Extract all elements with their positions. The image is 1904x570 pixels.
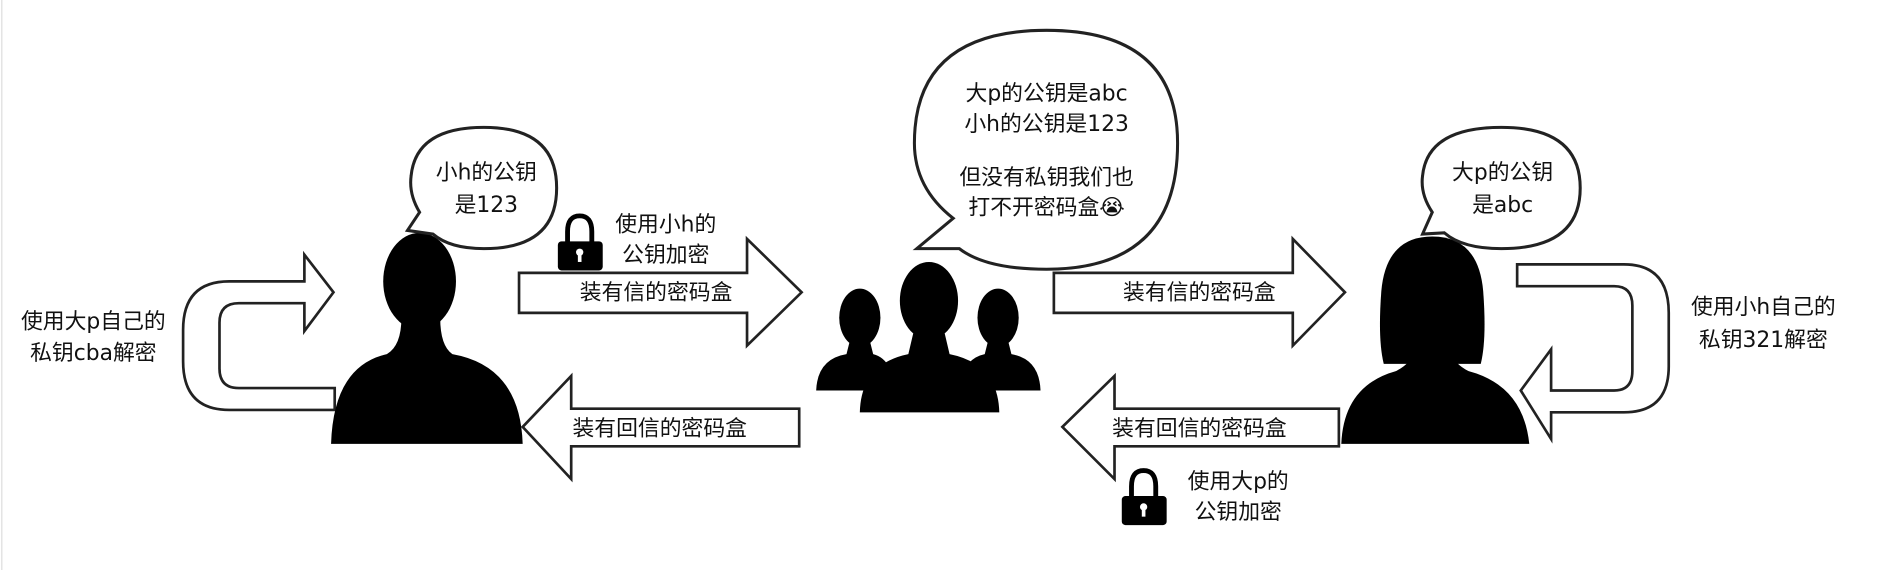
- right-speech-bubble: 大p的公钥 是abc: [1420, 125, 1582, 251]
- left-decrypt-note-line1: 使用大p自己的: [21, 310, 166, 335]
- arrow-right-to-center: [1060, 372, 1341, 483]
- right-bubble-line1: 大p的公钥: [1452, 160, 1553, 185]
- arrow-left-to-center-label: 装有信的密码盒: [580, 280, 733, 305]
- encrypt-note-2-line1: 使用大p的: [1188, 470, 1289, 495]
- right-uturn-arrow: [1515, 263, 1671, 444]
- encrypt-note-line2: 公钥加密: [622, 243, 709, 268]
- center-speech-bubble: 大p的公钥是abc 小h的公钥是123 但没有私钥我们也 打不开密码盒😭: [912, 28, 1180, 271]
- arrow-center-to-left: [520, 372, 801, 483]
- arrow-center-to-right-label: 装有信的密码盒: [1123, 280, 1276, 305]
- left-bubble-line2: 是123: [455, 193, 518, 218]
- arrow-center-to-right: [1052, 235, 1347, 349]
- left-uturn-arrow: [181, 250, 337, 412]
- group-silhouette-icon: [816, 261, 1041, 413]
- left-decrypt-note-line2: 私钥cba解密: [30, 341, 156, 366]
- encrypt-note-2-line2: 公钥加密: [1195, 500, 1282, 525]
- left-speech-bubble: 小h的公钥 是123: [404, 125, 559, 251]
- right-decrypt-note-line2: 私钥321解密: [1699, 328, 1828, 353]
- right-bubble-line2: 是abc: [1472, 193, 1533, 218]
- man-silhouette-icon: [331, 232, 523, 444]
- lock-icon: [557, 213, 603, 271]
- encrypt-note-line1: 使用小h的: [615, 213, 716, 238]
- arrow-right-to-center-label: 装有回信的密码盒: [1112, 416, 1287, 441]
- arrow-center-to-left-label: 装有回信的密码盒: [572, 416, 747, 441]
- lock-icon: [1121, 468, 1167, 526]
- center-bubble-line2: 小h的公钥是123: [964, 112, 1129, 137]
- left-bubble-line1: 小h的公钥: [436, 160, 537, 185]
- center-bubble-line1: 大p的公钥是abc: [966, 82, 1128, 107]
- right-decrypt-note-line1: 使用小h自己的: [1691, 295, 1836, 320]
- woman-silhouette-icon: [1341, 236, 1530, 444]
- center-bubble-line4: 打不开密码盒😭: [968, 196, 1124, 221]
- arrow-left-to-center: [517, 235, 804, 349]
- center-bubble-line3: 但没有私钥我们也: [959, 165, 1134, 190]
